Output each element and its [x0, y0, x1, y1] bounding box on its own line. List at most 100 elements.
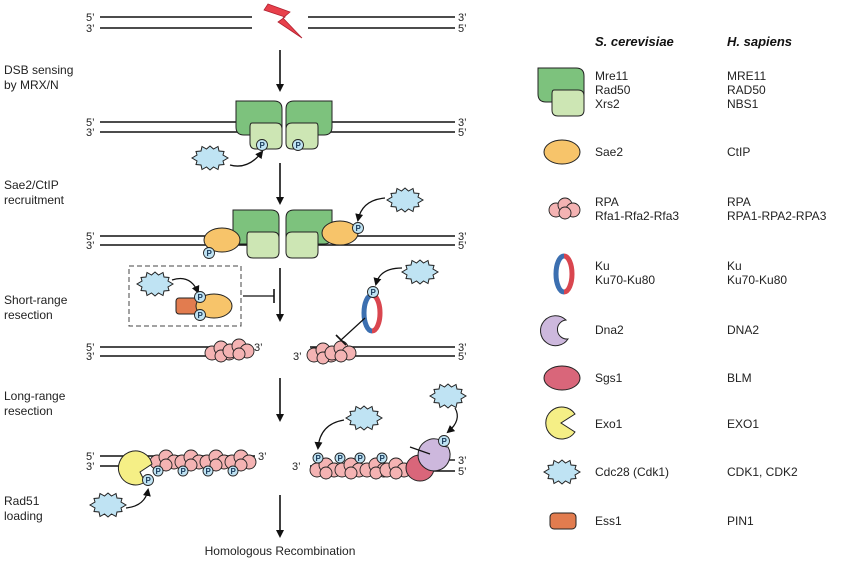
phospho-label: P	[231, 467, 237, 476]
legend-row-ku: Ku Ku70-Ku80 Ku Ku70-Ku80	[553, 253, 787, 295]
long-range-row: 5’ 3’ 3’ P P P P P 3’ 3’ 5’ P P P	[86, 383, 467, 518]
step-label-line: recruitment	[4, 193, 65, 207]
phospho-label: P	[296, 141, 302, 150]
legend-row-exo1: Exo1 EXO1	[545, 406, 759, 440]
strand-end-label: 3’	[86, 127, 95, 139]
dna2-icon	[540, 315, 570, 347]
ess1-regulation-box	[128, 265, 242, 327]
dsb-row: 5’ 3’ 3’ 5’	[86, 3, 467, 39]
phospho-label: P	[156, 467, 162, 476]
step-label-line: by MRX/N	[4, 78, 59, 92]
phospho-icon	[438, 435, 450, 447]
legend-human-name: DNA2	[727, 323, 759, 337]
strand-end-label: 5’	[86, 451, 95, 463]
legend-row-ess1: Ess1 PIN1	[549, 512, 754, 530]
legend-yeast-name: Exo1	[595, 417, 623, 431]
legend-human-name: RAD50	[727, 83, 766, 97]
legend-row-dna2: Dna2 DNA2	[540, 315, 759, 347]
phospho-icon	[142, 474, 154, 486]
strand-end-label: 3’	[292, 461, 301, 473]
sae2-icon	[321, 220, 359, 246]
strand-end-label: 5’	[458, 127, 467, 139]
ku-ring-icon	[361, 292, 383, 334]
ku-ring-icon	[553, 253, 575, 295]
phospho-label: P	[260, 141, 266, 150]
legend-human-name: CDK1, CDK2	[727, 465, 798, 479]
rpa-icon	[548, 197, 581, 220]
short-range-row: P P 5’ 3’ 3’ 3’ 3’ 5’ P	[86, 259, 467, 365]
inhibition-bar	[335, 334, 347, 346]
strand-end-label: 5’	[458, 466, 467, 478]
legend-human-name: CtIP	[727, 145, 750, 159]
legend-human-name: Ku	[727, 259, 742, 273]
strand-end-label: 3’	[86, 351, 95, 363]
strand-end-label: 3’	[458, 117, 467, 129]
legend-yeast-name: RPA	[595, 195, 619, 209]
strand-end-label: 3’	[86, 461, 95, 473]
mrx-complex-icon	[232, 209, 280, 259]
phospho-icon	[312, 452, 324, 464]
cdk-icon	[543, 459, 581, 485]
cdk-icon	[136, 271, 174, 297]
rpa-icon	[222, 338, 255, 361]
step-label-line: resection	[4, 404, 53, 418]
legend-human-name: BLM	[727, 371, 752, 385]
phospho-label: P	[206, 467, 212, 476]
step-label-line: resection	[4, 308, 53, 322]
phospho-icon	[354, 452, 366, 464]
legend-yeast-name: Ku	[595, 259, 610, 273]
strand-end-label: 3’	[254, 342, 263, 354]
phospho-label: P	[146, 476, 152, 485]
phospho-label: P	[316, 454, 322, 463]
phospho-icon	[352, 222, 364, 234]
strand-end-label: 5’	[458, 23, 467, 35]
strand-end-label: 3’	[458, 455, 467, 467]
phospho-icon	[202, 465, 214, 477]
legend-human-name: EXO1	[727, 417, 759, 431]
phospho-label: P	[371, 288, 377, 297]
phospho-label: P	[198, 311, 204, 320]
legend-human-name: RPA	[727, 195, 751, 209]
sae2-recruitment-row: 5’ 3’ 3’ 5’ P P	[86, 187, 467, 259]
step-label-short-range: Short-range resection	[4, 293, 68, 322]
legend-yeast-name: Ess1	[595, 514, 622, 528]
mrx-complex-icon	[285, 100, 333, 150]
legend: S. cerevisiae H. sapiens Mre11 Rad50 Xrs…	[537, 34, 827, 530]
legend-header-human: H. sapiens	[727, 34, 792, 49]
legend-human-name: PIN1	[727, 514, 754, 528]
phospho-label: P	[338, 454, 344, 463]
strand-end-label: 3’	[458, 12, 467, 24]
phospho-icon	[194, 291, 206, 303]
strand-end-label: 5’	[86, 12, 95, 24]
strand-end-label: 5’	[458, 240, 467, 252]
strand-end-label: 5’	[458, 351, 467, 363]
ess1-icon	[549, 512, 577, 530]
legend-yeast-name: Mre11	[595, 69, 628, 83]
step-label-line: Long-range	[4, 389, 66, 403]
outcome-label: Homologous Recombination	[205, 544, 356, 558]
strand-end-label: 5’	[86, 342, 95, 354]
legend-yeast-name: Ku70-Ku80	[595, 273, 655, 287]
strand-end-label: 3’	[258, 451, 267, 463]
phospho-label: P	[198, 293, 204, 302]
mrx-complex-icon	[537, 67, 585, 117]
phospho-icon	[203, 247, 215, 259]
cdk-icon	[429, 383, 467, 409]
phospho-icon	[367, 286, 379, 298]
legend-header-yeast: S. cerevisiae	[595, 34, 674, 49]
strand-end-label: 3’	[458, 231, 467, 243]
sae2-icon	[203, 227, 241, 253]
phospho-icon	[256, 139, 268, 151]
mrx-binding-row: 5’ 3’ 3’ 5’ P P	[86, 100, 467, 171]
legend-row-cdk: Cdc28 (Cdk1) CDK1, CDK2	[543, 459, 798, 485]
sae2-icon	[543, 139, 581, 165]
rpa-icon	[324, 340, 357, 363]
strand-end-label: 3’	[86, 240, 95, 252]
legend-row-mrx: Mre11 Rad50 Xrs2 MRE11 RAD50 NBS1	[537, 67, 766, 117]
phospho-label: P	[356, 224, 362, 233]
legend-row-rpa: RPA Rfa1-Rfa2-Rfa3 RPA RPA1-RPA2-RPA3	[548, 195, 827, 223]
legend-yeast-name: Sae2	[595, 145, 623, 159]
phospho-icon	[227, 465, 239, 477]
phospho-icon	[177, 465, 189, 477]
